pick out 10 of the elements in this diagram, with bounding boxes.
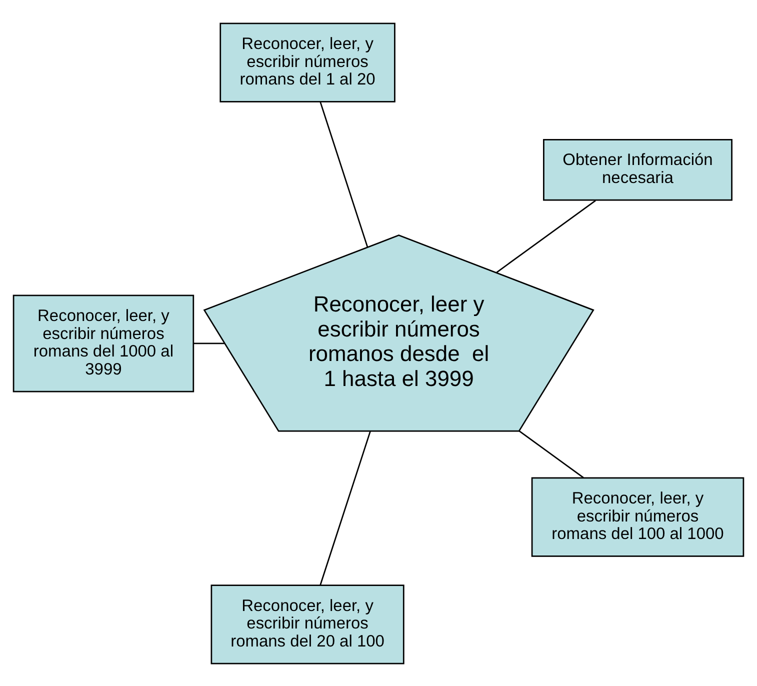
node-box: Reconocer, leer, y escribir números romans del 1 al 20: [220, 22, 396, 102]
node-box: Reconocer, leer, y escribir números romans del 1000 al 3999: [12, 294, 194, 392]
connector: [518, 430, 584, 478]
connector: [496, 199, 596, 273]
connector: [320, 430, 371, 585]
connector: [193, 342, 224, 344]
node-box: Obtener Información necesaria: [543, 138, 732, 200]
node-box: Reconocer, leer, y escribir números romans del 100 al 1000: [531, 476, 744, 556]
node-box: Reconocer, leer, y escribir números romans del 20 al 100: [210, 584, 404, 664]
connector: [320, 101, 368, 247]
